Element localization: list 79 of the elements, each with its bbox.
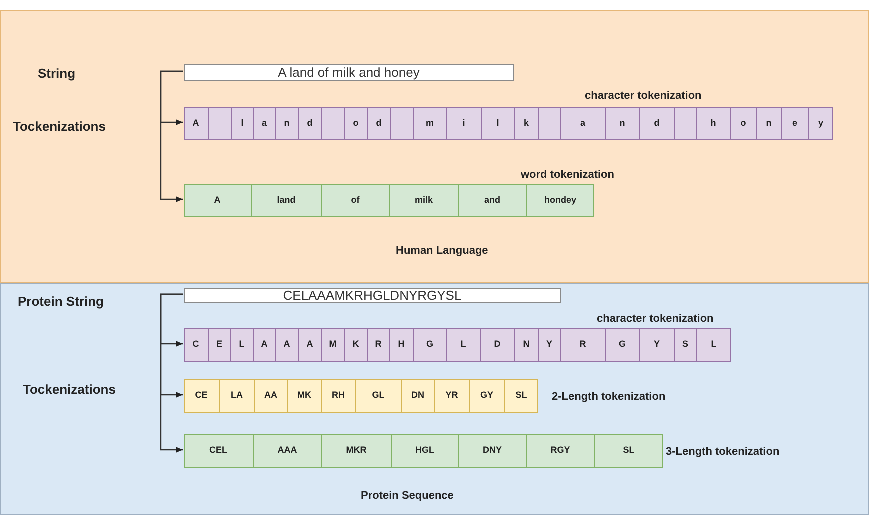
token-cell: y <box>808 107 833 140</box>
token-cell: SL <box>504 379 538 413</box>
token-cell: LA <box>219 379 254 413</box>
token-cell: G <box>413 328 446 362</box>
token-cell: of <box>321 184 389 217</box>
tokenization-label: character tokenization <box>585 89 702 104</box>
token-cell: C <box>184 328 208 362</box>
tokenization-label: character tokenization <box>597 312 714 327</box>
token-cell: AAA <box>253 434 321 468</box>
token-cell: A <box>184 184 251 217</box>
token-cell: and <box>458 184 526 217</box>
token-cell: o <box>344 107 367 140</box>
token-cell: d <box>298 107 321 140</box>
token-cell: A <box>184 107 208 140</box>
token-cell: h <box>696 107 730 140</box>
token-cell: E <box>208 328 230 362</box>
token-cell: milk <box>389 184 458 217</box>
token-cell: H <box>389 328 413 362</box>
row-label: Protein String <box>18 293 104 311</box>
token-cell: HGL <box>391 434 458 468</box>
token-cell: G <box>605 328 639 362</box>
section-caption: Protein Sequence <box>361 489 454 504</box>
token-cell: n <box>275 107 298 140</box>
token-cell: Y <box>639 328 674 362</box>
section-panel <box>0 283 869 515</box>
token-cell: K <box>344 328 367 362</box>
token-cell: GY <box>469 379 504 413</box>
row-label: Tockenizations <box>13 118 106 136</box>
token-cell: d <box>639 107 674 140</box>
input-string-box: A land of milk and honey <box>184 64 514 81</box>
token-cell: YR <box>434 379 469 413</box>
token-cell: hondey <box>526 184 594 217</box>
token-cell: l <box>481 107 514 140</box>
token-cell: S <box>674 328 696 362</box>
token-cell: A <box>275 328 298 362</box>
token-cell: o <box>730 107 756 140</box>
token-cell: land <box>251 184 321 217</box>
section-panel <box>0 10 869 283</box>
token-cell: MK <box>287 379 321 413</box>
token-cell: A <box>253 328 275 362</box>
tokenization-label: word tokenization <box>521 168 614 183</box>
token-cell: CE <box>184 379 219 413</box>
section-caption: Human Language <box>396 244 488 259</box>
input-string-box: CELAAAMKRHGLDNYRGYSL <box>184 288 561 303</box>
token-cell: GL <box>355 379 401 413</box>
token-cell: RH <box>321 379 355 413</box>
token-cell: L <box>446 328 480 362</box>
token-cell: L <box>230 328 253 362</box>
token-cell: SL <box>594 434 663 468</box>
token-cell: R <box>560 328 605 362</box>
token-cell: A <box>298 328 321 362</box>
token-cell: AA <box>254 379 287 413</box>
token-cell: N <box>514 328 538 362</box>
token-cell: DN <box>401 379 434 413</box>
arrow <box>160 294 183 453</box>
token-cell: i <box>446 107 481 140</box>
row-label: Tockenizations <box>23 381 116 399</box>
token-cell: d <box>367 107 390 140</box>
token-cell: k <box>514 107 538 140</box>
arrow <box>160 70 183 202</box>
token-cell: m <box>413 107 446 140</box>
token-cell: e <box>781 107 808 140</box>
token-cell: MKR <box>321 434 391 468</box>
row-label: String <box>38 65 76 83</box>
token-cell: n <box>605 107 639 140</box>
tokenization-label: 2-Length tokenization <box>552 390 666 405</box>
token-cell: R <box>367 328 389 362</box>
token-cell: CEL <box>184 434 253 468</box>
token-cell: l <box>231 107 253 140</box>
token-cell: L <box>696 328 731 362</box>
token-cell: n <box>756 107 781 140</box>
token-cell: RGY <box>526 434 594 468</box>
token-cell: a <box>560 107 605 140</box>
token-cell: Y <box>538 328 560 362</box>
token-cell: M <box>321 328 344 362</box>
token-cell: D <box>480 328 514 362</box>
tokenization-label: 3-Length tokenization <box>666 445 780 460</box>
token-cell: a <box>253 107 275 140</box>
token-cell: DNY <box>458 434 526 468</box>
